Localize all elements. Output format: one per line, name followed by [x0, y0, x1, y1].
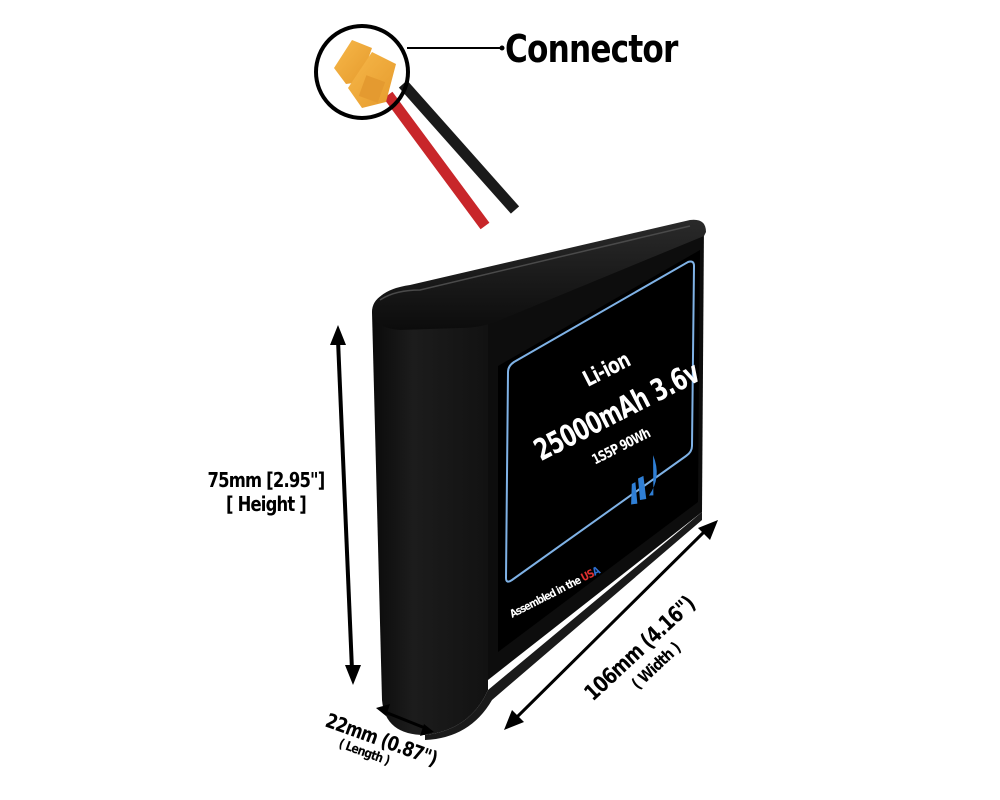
- connector-label: Connector: [505, 27, 678, 71]
- height-value: 75mm [2.95"]: [207, 468, 326, 492]
- height-arrow: [330, 325, 361, 685]
- label-border: [504, 260, 696, 583]
- height-dimension: 75mm [2.95"] [ Height ]: [186, 470, 346, 514]
- black-wire: [398, 80, 520, 214]
- connector-icon: [334, 40, 396, 108]
- callout-circle: [314, 24, 410, 120]
- height-name: [ Height ]: [226, 492, 307, 516]
- width-arrow: [504, 520, 718, 730]
- red-wire: [383, 91, 490, 230]
- wires: [383, 80, 520, 230]
- battery-body: [372, 219, 706, 740]
- logo-icon: [631, 455, 657, 505]
- length-arrow: [376, 704, 434, 736]
- connector-callout: [314, 24, 505, 120]
